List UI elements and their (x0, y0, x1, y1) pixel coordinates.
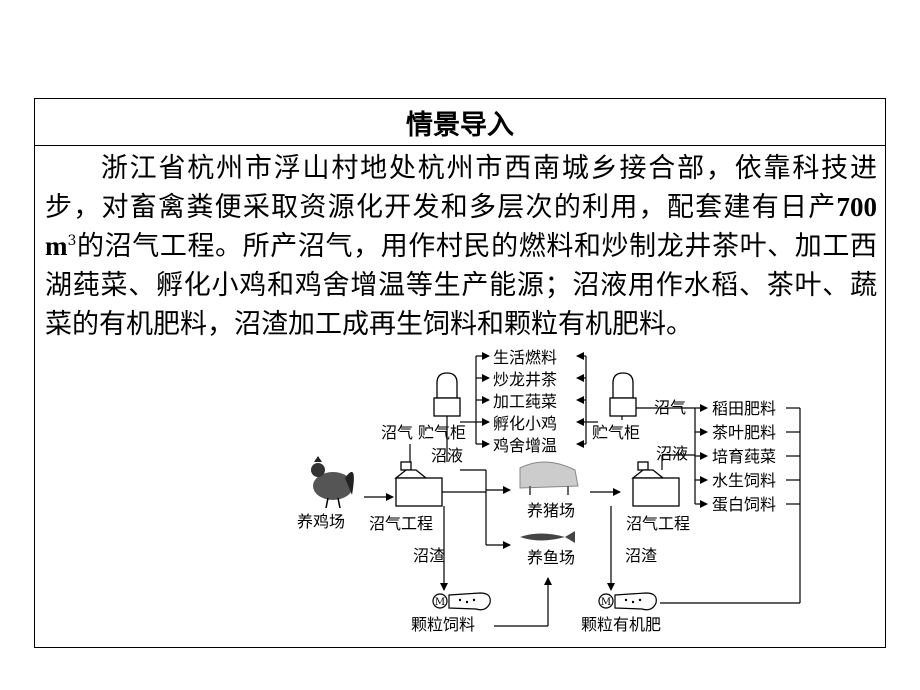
biogas-digester-left (394, 461, 443, 507)
biogas-left-label: 沼气工程 (369, 514, 433, 533)
gas-holder-right-label: 贮气柜 (592, 423, 640, 442)
gas-use-item: 加工莼菜 (493, 392, 557, 411)
biogas-digester-right (631, 461, 680, 507)
feed-to-fish-arrow (494, 577, 552, 627)
residue-arrows (440, 506, 615, 591)
gas-edge-label-left: 沼气 (381, 423, 413, 442)
motor-label: M (435, 597, 445, 608)
fish-illustration (520, 531, 575, 543)
pellet-feed-label: 颗粒饲料 (411, 615, 475, 634)
slurry-edge-label-right: 沼液 (656, 444, 688, 463)
pig-illustration (519, 461, 579, 495)
right-use-item: 蛋白饲料 (712, 495, 776, 514)
residue-edge-label-right: 沼渣 (625, 546, 657, 565)
gas-holder-left-label: 贮气柜 (418, 423, 466, 442)
pellet-machine-left: M (432, 592, 491, 611)
gas-use-item: 生活燃料 (493, 348, 557, 367)
paragraph-part-1: 浙江省杭州市浮山村地处杭州市西南城乡接合部，依靠科技进步，对畜禽粪便采取资源化开… (45, 153, 877, 223)
gas-use-item: 鸡舍增温 (493, 436, 557, 455)
left-gas-use-list: 生活燃料 炒龙井茶 加工莼菜 孵化小鸡 鸡舍增温 (493, 348, 557, 455)
right-holder-to-list-arrows (576, 352, 598, 448)
gas-use-item: 孵化小鸡 (493, 414, 557, 433)
slurry-edge-label-left: 沼液 (431, 446, 463, 465)
cubic-superscript: 3 (67, 233, 77, 249)
fertilizer-loop-arrow (660, 504, 801, 604)
fish-farm-label: 养鱼场 (527, 548, 575, 567)
chicken-illustration (311, 456, 354, 509)
right-use-item: 茶叶肥料 (712, 423, 776, 442)
biogas-right-label: 沼气工程 (626, 514, 690, 533)
residue-edge-label-left: 沼渣 (413, 546, 445, 565)
chicken-farm-label: 养鸡场 (297, 512, 345, 531)
pellet-fertilizer-label: 颗粒有机肥 (581, 615, 661, 634)
production-amount: 700 m (45, 192, 877, 261)
paragraph-part-2: 的沼气工程。所产沼气，用作村民的燃料和炒制龙井茶叶、加工西湖莼菜、孵化小鸡和鸡舍… (45, 231, 877, 340)
slurry-left-arrows (442, 469, 511, 549)
right-use-item: 稻田肥料 (712, 399, 776, 418)
gas-edge-label-right: 沼气 (654, 398, 686, 417)
motor-label: M (601, 597, 611, 608)
right-use-list: 稻田肥料 茶叶肥料 培育莼菜 水生饲料 蛋白饲料 (712, 399, 776, 514)
gas-use-item: 炒龙井茶 (493, 370, 557, 389)
right-use-item: 水生饲料 (712, 471, 776, 490)
pig-farm-label: 养猪场 (527, 501, 575, 520)
table-header: 情景导入 (35, 99, 885, 146)
section-title: 情景导入 (406, 109, 514, 141)
right-use-item: 培育莼菜 (712, 447, 776, 466)
gas-holder-right (609, 372, 637, 417)
gas-holder-left (433, 372, 461, 417)
left-gas-arrows (460, 352, 490, 448)
intro-paragraph: 浙江省杭州市浮山村地处杭州市西南城乡接合部，依靠科技进步，对畜禽粪便采取资源化开… (45, 149, 877, 344)
pellet-machine-right: M (598, 592, 657, 611)
content-table: 情景导入 浙江省杭州市浮山村地处杭州市西南城乡接合部，依靠科技进步，对畜禽粪便采… (34, 98, 886, 648)
